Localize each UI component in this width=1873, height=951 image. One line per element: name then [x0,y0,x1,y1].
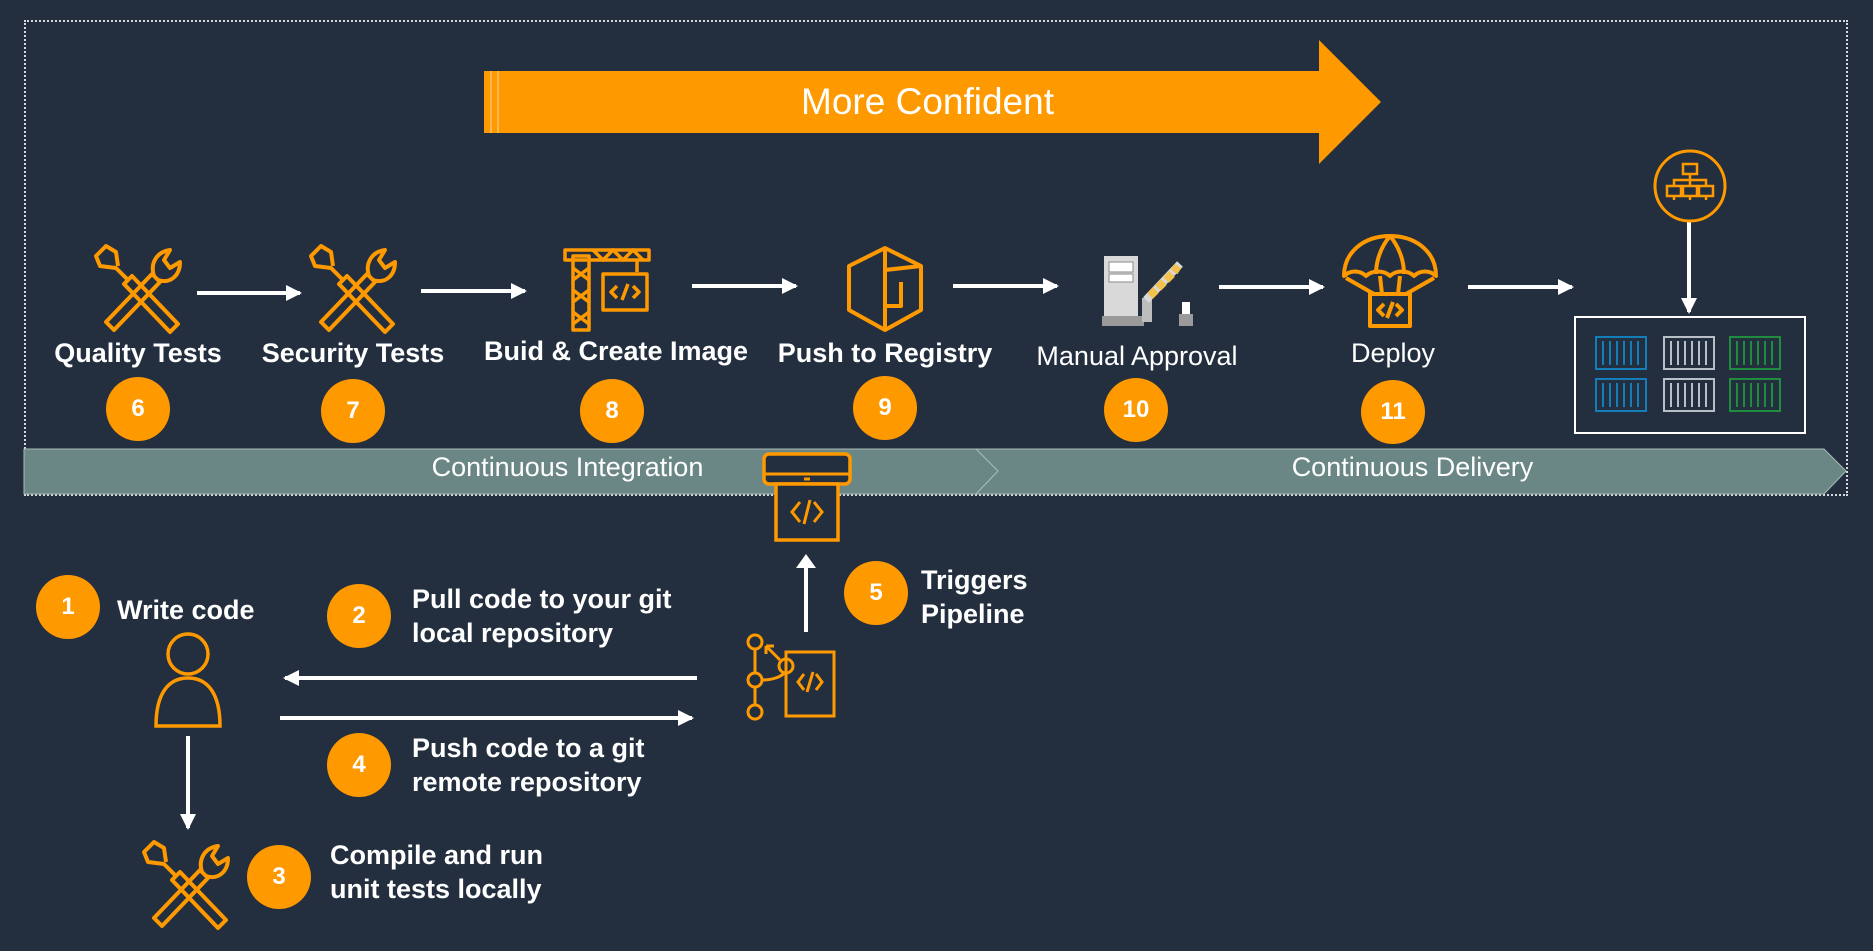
step-push-line-2: remote repository [412,767,642,797]
crane-code-icon [563,248,651,332]
stage-label-push-registry: Push to Registry [777,338,993,368]
containers-grid [1595,336,1781,412]
step-compile-line-1: Compile and run [330,840,544,870]
cd-band-label: Continuous Delivery [1291,452,1534,482]
step-trigger-line-2: Pipeline [921,599,1025,629]
step-push-line-1: Push code to a git [412,733,645,763]
cluster-hierarchy-icon [1653,149,1727,223]
step-push-code-text: Push code to a git remote repository [412,731,645,799]
step-compile-line-2: unit tests locally [330,874,542,904]
step-badge-2: 2 [327,584,391,648]
git-repository-icon [746,633,836,721]
stage-label-deploy: Deploy [1350,338,1436,368]
step-badge-7: 7 [321,379,385,443]
step-compile-text: Compile and run unit tests locally [330,838,543,906]
registry-cube-icon [847,246,923,332]
confidence-label: More Confident [801,81,1054,122]
step-trigger-line-1: Triggers [921,565,1028,595]
step-badge-10: 10 [1104,378,1168,442]
stage-label-quality-tests: Quality Tests [54,338,222,368]
step-pull-line-1: Pull code to your git [412,584,672,614]
step-badge-1: 1 [36,575,100,639]
stage-label-build-image: Buid & Create Image [483,336,749,366]
step-pull-code-text: Pull code to your git local repository [412,582,672,650]
step-pull-line-2: local repository [412,618,614,648]
step-badge-4: 4 [327,733,391,797]
step-write-code-label: Write code [117,595,255,625]
step-badge-11: 11 [1361,380,1425,444]
ci-cd-band [23,448,1847,495]
step-badge-3: 3 [247,845,311,909]
step-badge-5: 5 [844,561,908,625]
step-badge-6: 6 [106,377,170,441]
ci-band-label: Continuous Integration [431,452,704,482]
stage-label-manual-approval: Manual Approval [1036,341,1238,371]
pipeline-frame [24,20,1848,496]
approval-gate-icon [1102,256,1193,326]
tools-icon [309,244,397,334]
developer-person-icon [154,632,222,728]
step-badge-9: 9 [853,376,917,440]
container-cluster-box [1574,316,1806,434]
pipeline-code-icon [762,452,852,542]
stage-label-security-tests: Security Tests [261,338,445,368]
tools-icon [142,840,230,930]
parachute-deploy-icon [1342,234,1438,328]
confidence-arrow [484,40,1381,164]
step-badge-8: 8 [580,379,644,443]
tools-icon [94,244,182,334]
step-trigger-text: Triggers Pipeline [921,563,1028,631]
